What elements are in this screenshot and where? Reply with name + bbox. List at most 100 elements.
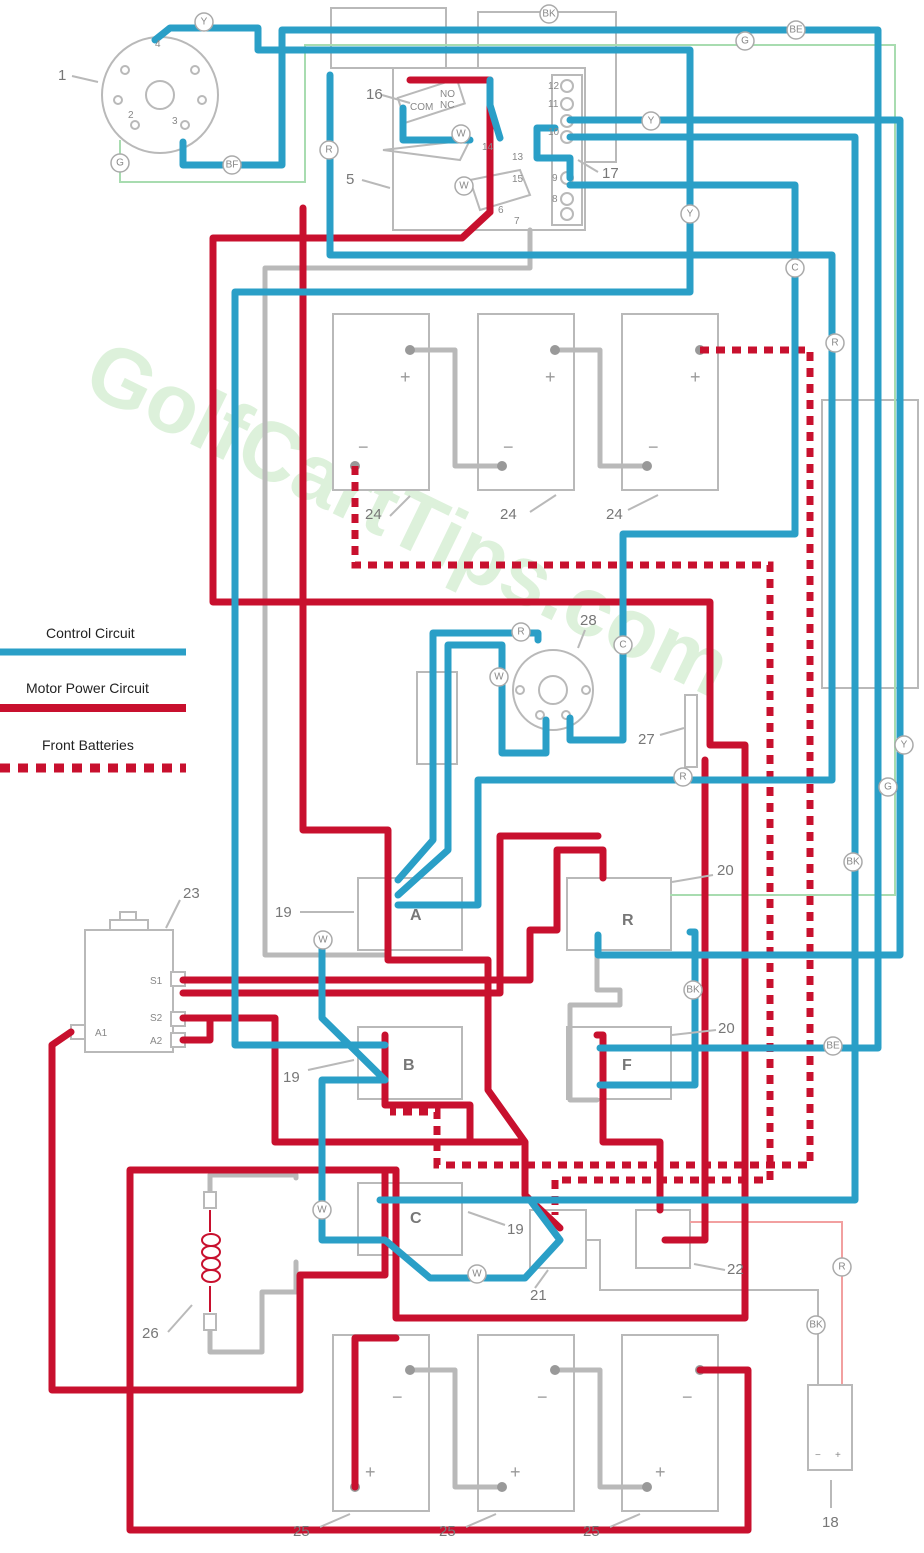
svg-text:Y: Y bbox=[648, 116, 655, 127]
svg-text:−: − bbox=[815, 1450, 821, 1461]
solenoid-letters: A R B F C S1 S2 A1 A2 bbox=[95, 907, 634, 1227]
svg-text:R: R bbox=[679, 772, 686, 783]
svg-text:25: 25 bbox=[439, 1523, 456, 1540]
svg-text:BK: BK bbox=[809, 1320, 823, 1331]
solenoid-a bbox=[357, 877, 463, 951]
svg-text:8: 8 bbox=[552, 194, 558, 205]
svg-text:BK: BK bbox=[542, 9, 556, 20]
svg-text:21: 21 bbox=[530, 1287, 547, 1304]
svg-text:NC: NC bbox=[440, 100, 454, 111]
solenoid-b bbox=[357, 1026, 463, 1100]
battery-rear-1 bbox=[332, 1334, 430, 1512]
svg-text:−: − bbox=[537, 1387, 548, 1407]
svg-text:2: 2 bbox=[128, 110, 134, 121]
svg-text:C: C bbox=[410, 1210, 422, 1227]
svg-text:S2: S2 bbox=[150, 1013, 163, 1024]
component-27 bbox=[684, 694, 698, 768]
legend: Control Circuit Motor Power Circuit Fron… bbox=[0, 625, 186, 773]
svg-text:A: A bbox=[410, 907, 422, 924]
svg-text:W: W bbox=[472, 1269, 482, 1280]
svg-text:+: + bbox=[510, 1462, 521, 1482]
svg-text:27: 27 bbox=[638, 731, 655, 748]
front-battery-circuit bbox=[351, 346, 814, 1215]
motor-power-circuit bbox=[48, 76, 752, 1534]
svg-text:22: 22 bbox=[727, 1261, 744, 1278]
svg-text:5: 5 bbox=[346, 171, 354, 188]
svg-text:6: 6 bbox=[498, 205, 504, 216]
svg-text:A2: A2 bbox=[150, 1036, 163, 1047]
legend-front-label: Front Batteries bbox=[42, 737, 134, 753]
svg-text:12: 12 bbox=[548, 81, 560, 92]
svg-text:19: 19 bbox=[275, 904, 292, 921]
svg-text:25: 25 bbox=[293, 1523, 310, 1540]
svg-text:−: − bbox=[648, 437, 659, 457]
battery-rear-3 bbox=[621, 1334, 719, 1512]
rheostat-28 bbox=[512, 649, 594, 731]
svg-text:1: 1 bbox=[58, 67, 66, 84]
svg-text:+: + bbox=[690, 367, 701, 387]
svg-text:14: 14 bbox=[482, 142, 494, 153]
svg-text:C: C bbox=[791, 263, 798, 274]
svg-text:W: W bbox=[494, 672, 504, 683]
svg-text:7: 7 bbox=[514, 216, 520, 227]
svg-text:R: R bbox=[517, 627, 524, 638]
svg-text:G: G bbox=[884, 782, 892, 793]
component-18 bbox=[807, 1384, 853, 1471]
svg-text:BE: BE bbox=[789, 25, 803, 36]
svg-text:9: 9 bbox=[552, 173, 558, 184]
svg-text:11: 11 bbox=[548, 99, 559, 110]
svg-text:16: 16 bbox=[366, 86, 383, 103]
svg-text:R: R bbox=[622, 912, 634, 929]
svg-text:+: + bbox=[545, 367, 556, 387]
svg-text:20: 20 bbox=[718, 1020, 735, 1037]
motor-23 bbox=[84, 929, 174, 1053]
battery-rear-2 bbox=[477, 1334, 575, 1512]
svg-text:+: + bbox=[400, 367, 411, 387]
svg-text:R: R bbox=[831, 338, 838, 349]
svg-text:A1: A1 bbox=[95, 1028, 108, 1039]
solenoid-r bbox=[566, 877, 672, 951]
svg-text:W: W bbox=[456, 129, 466, 140]
svg-text:NO: NO bbox=[440, 89, 455, 100]
svg-text:24: 24 bbox=[500, 506, 517, 523]
svg-text:24: 24 bbox=[365, 506, 382, 523]
svg-text:3: 3 bbox=[172, 116, 178, 127]
legend-motor-label: Motor Power Circuit bbox=[26, 680, 149, 696]
svg-text:BK: BK bbox=[686, 985, 700, 996]
svg-text:23: 23 bbox=[183, 885, 200, 902]
svg-text:Y: Y bbox=[687, 209, 694, 220]
svg-text:25: 25 bbox=[583, 1523, 600, 1540]
svg-text:BK: BK bbox=[846, 857, 860, 868]
svg-text:+: + bbox=[835, 1450, 841, 1461]
svg-text:C: C bbox=[619, 640, 626, 651]
svg-text:19: 19 bbox=[507, 1221, 524, 1238]
svg-text:15: 15 bbox=[512, 174, 524, 185]
svg-text:+: + bbox=[655, 1462, 666, 1482]
svg-text:18: 18 bbox=[822, 1514, 839, 1531]
svg-text:Y: Y bbox=[201, 17, 208, 28]
svg-text:B: B bbox=[403, 1057, 415, 1074]
battery-front-3 bbox=[621, 313, 719, 491]
svg-text:28: 28 bbox=[580, 612, 597, 629]
svg-text:13: 13 bbox=[512, 152, 524, 163]
key-switch bbox=[101, 36, 219, 154]
polarity-marks: + + + − − − − − − + + + − + bbox=[358, 367, 841, 1482]
wire-tags: Y BK BE G G BF R W W Y Y C R R W C R Y G… bbox=[110, 4, 914, 1335]
svg-text:Y: Y bbox=[901, 740, 908, 751]
legend-control-label: Control Circuit bbox=[46, 625, 135, 641]
svg-text:G: G bbox=[741, 36, 749, 47]
right-side-box bbox=[821, 399, 919, 689]
svg-text:−: − bbox=[358, 437, 369, 457]
top-box-left bbox=[330, 7, 447, 69]
svg-text:BE: BE bbox=[826, 1041, 840, 1052]
svg-text:G: G bbox=[116, 158, 124, 169]
svg-text:−: − bbox=[392, 1387, 403, 1407]
svg-text:BF: BF bbox=[226, 160, 239, 171]
green-wire bbox=[119, 44, 896, 896]
small-box bbox=[416, 671, 458, 765]
component-outlines bbox=[70, 7, 919, 1512]
svg-text:4: 4 bbox=[155, 39, 161, 50]
svg-text:17: 17 bbox=[602, 165, 619, 182]
svg-text:10: 10 bbox=[548, 127, 560, 138]
